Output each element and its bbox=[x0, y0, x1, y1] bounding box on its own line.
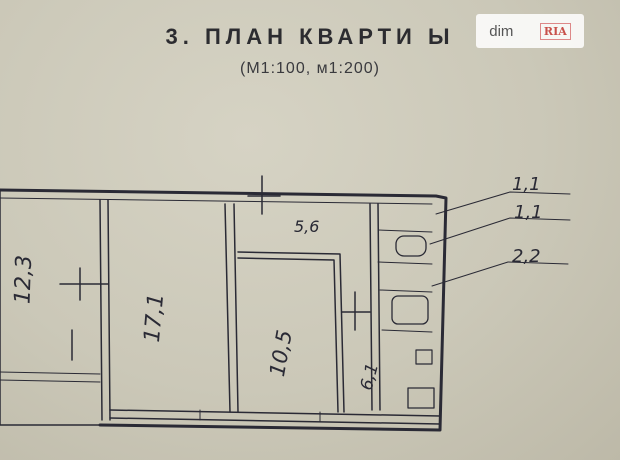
leader-line-1 bbox=[435, 191, 571, 215]
room-area-label: 10,5 bbox=[265, 328, 297, 378]
room-area-label: 12,3 bbox=[11, 255, 38, 305]
bottom-wall bbox=[109, 409, 441, 425]
watermark-text-ria: RIA bbox=[539, 22, 571, 40]
watermark-text-dim: dim bbox=[489, 22, 514, 40]
sink-fixture bbox=[395, 235, 427, 257]
wall-divider-2 bbox=[224, 203, 239, 413]
bathtub-fixture bbox=[391, 295, 429, 325]
room-area-label: 17,1 bbox=[140, 292, 169, 343]
leader-line-2 bbox=[429, 217, 571, 245]
room-area-label: 1,1 bbox=[512, 174, 541, 195]
inner-wall-top bbox=[0, 197, 433, 205]
scale-label: (М1:100, м1:200) bbox=[240, 60, 380, 77]
kitchen-sink-fixture bbox=[415, 349, 433, 365]
bath-dividers bbox=[377, 229, 433, 333]
watermark-logo: dim RIA bbox=[476, 14, 584, 48]
window-left bbox=[0, 371, 101, 383]
stove-fixture bbox=[407, 387, 435, 409]
wall-divider-1 bbox=[99, 199, 111, 421]
door-mark-2 bbox=[247, 175, 281, 215]
leader-line-3 bbox=[431, 261, 569, 287]
outer-wall-left bbox=[0, 189, 101, 426]
bath-wall bbox=[369, 203, 381, 411]
door-mark-3 bbox=[341, 291, 371, 331]
room-area-label: 5,6 bbox=[294, 217, 319, 236]
page-title: 3. ПЛАН КВАРТИ Ы bbox=[165, 24, 455, 49]
corridor-wall bbox=[237, 251, 345, 413]
outer-wall bbox=[0, 188, 448, 432]
room-area-label: 1,1 bbox=[514, 202, 543, 223]
door-mark-1 bbox=[59, 267, 109, 301]
room-area-label: 2,2 bbox=[512, 246, 541, 267]
window-marks-bottom bbox=[199, 409, 321, 423]
